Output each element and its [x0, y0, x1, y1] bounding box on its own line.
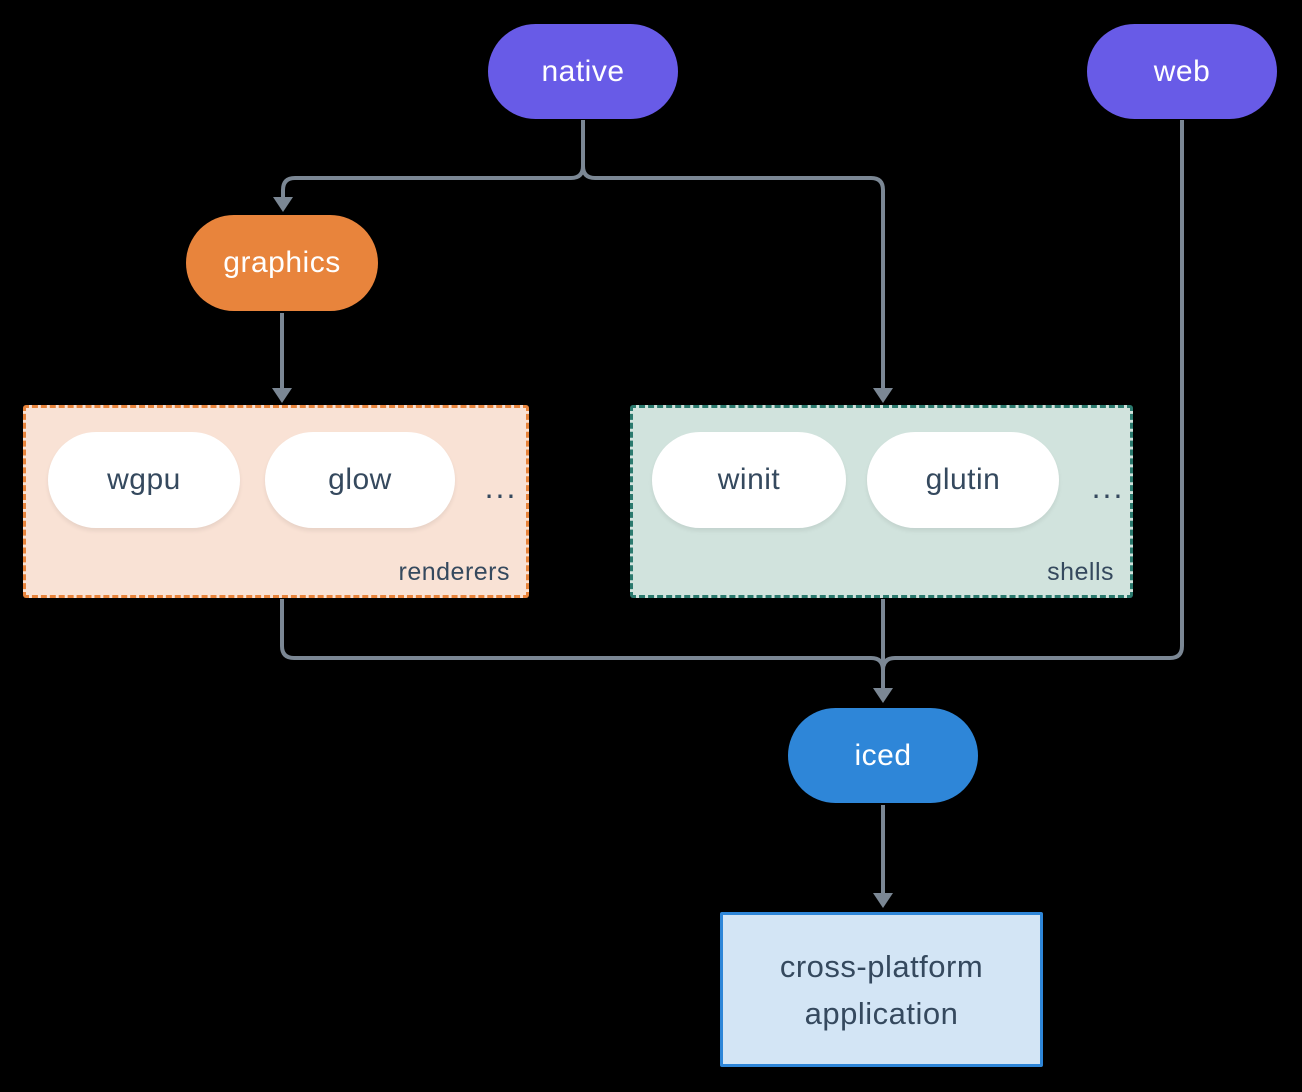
renderer-pill-glow-label: glow	[328, 463, 392, 496]
node-native-label: native	[541, 54, 625, 88]
renderer-pill-wgpu-label: wgpu	[107, 463, 181, 496]
shell-pill-winit-label: winit	[717, 463, 781, 496]
renderers-group-label: renderers	[398, 558, 510, 586]
node-graphics-label: graphics	[223, 246, 341, 279]
arrowhead-shells	[873, 388, 893, 403]
arrowhead-graphics	[273, 197, 293, 212]
node-iced: iced	[788, 708, 978, 803]
arrowhead-application	[873, 893, 893, 908]
node-graphics: graphics	[186, 215, 378, 311]
group-shells: winit glutin ... shells	[630, 405, 1133, 598]
edge-native-graphics	[281, 120, 585, 197]
group-renderers: wgpu glow ... renderers	[23, 405, 529, 598]
node-cross-platform-application: cross-platform application	[720, 912, 1043, 1067]
node-native: native	[488, 24, 678, 119]
renderers-ellipsis: ...	[484, 468, 518, 505]
arrowhead-renderers	[272, 388, 292, 403]
application-label-line1: cross-platform	[779, 948, 984, 984]
node-iced-label: iced	[854, 738, 912, 772]
edge-native-shells	[581, 120, 885, 388]
shell-pill-glutin-label: glutin	[925, 463, 1001, 496]
application-label-line2: application	[804, 995, 959, 1031]
edge-renderers-iced	[280, 599, 885, 671]
shell-pill-glutin: glutin	[867, 432, 1059, 528]
shells-group-label: shells	[1047, 558, 1114, 586]
shell-pill-winit: winit	[652, 432, 846, 528]
node-web-label: web	[1153, 54, 1211, 88]
arrowhead-iced	[873, 688, 893, 703]
renderer-pill-wgpu: wgpu	[48, 432, 240, 528]
renderer-pill-glow: glow	[265, 432, 455, 528]
node-web: web	[1087, 24, 1277, 119]
shells-ellipsis: ...	[1091, 468, 1125, 505]
